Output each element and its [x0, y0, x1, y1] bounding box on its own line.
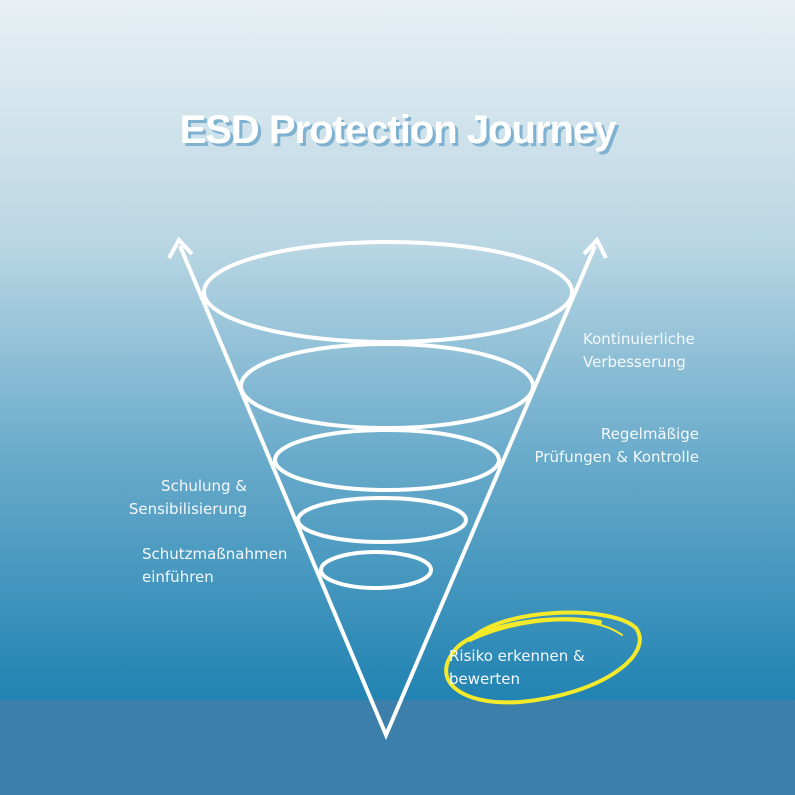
- stage-label-continuous-improvement: Kontinuierliche Verbesserung: [583, 328, 695, 374]
- ring-inspections: [239, 342, 535, 430]
- highlight-circle: [444, 610, 642, 705]
- gradient-background: [0, 0, 795, 700]
- stage-label-training: Schulung & Sensibilisierung: [129, 475, 247, 521]
- stage-label-measures: Schutzmaßnahmen einführen: [142, 543, 287, 589]
- funnel-cone: [178, 245, 597, 741]
- label-line: Regelmäßige: [600, 425, 699, 443]
- label-line: Sensibilisierung: [128, 500, 247, 518]
- label-line: Schutzmaßnahmen: [142, 545, 288, 563]
- stage-label-inspections: Regelmäßige Prüfungen & Kontrolle: [535, 423, 699, 469]
- label-line: Schulung &: [161, 477, 247, 495]
- label-line: Prüfungen & Kontrolle: [534, 448, 699, 466]
- ring-training: [273, 428, 501, 492]
- label-line: einführen: [142, 568, 214, 586]
- label-line: bewerten: [449, 670, 521, 688]
- ring-measures: [296, 496, 468, 544]
- ring-continuous-improvement: [202, 240, 574, 344]
- ring-risk: [319, 550, 433, 590]
- bottom-band: [0, 700, 795, 795]
- stage-label-risk: Risiko erkennen & bewerten: [449, 645, 585, 691]
- left-arrowhead-icon: [167, 236, 194, 259]
- label-line: Kontinuierliche: [583, 330, 695, 348]
- page-title: ESD Protection Journey: [179, 108, 617, 152]
- label-line: Verbesserung: [583, 353, 686, 371]
- right-arrowhead-icon: [582, 236, 608, 259]
- label-line: Risiko erkennen &: [449, 647, 585, 665]
